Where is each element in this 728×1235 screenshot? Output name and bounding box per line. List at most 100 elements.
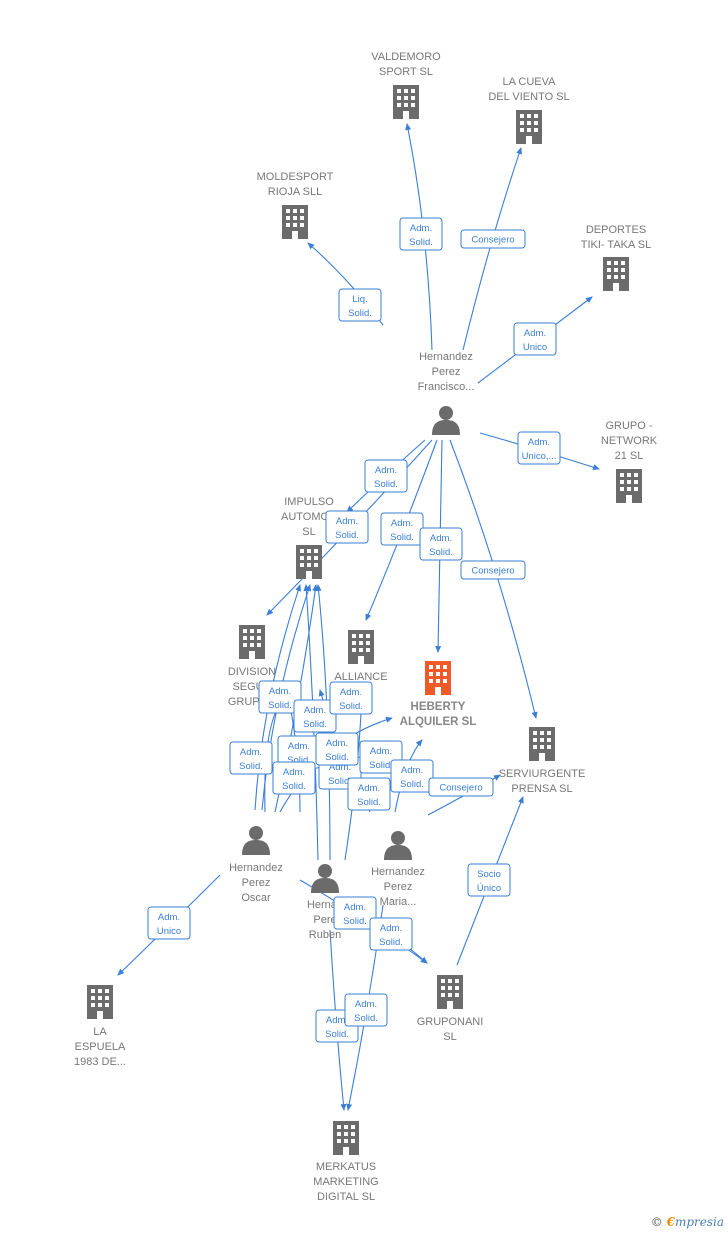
node-label-line: MARKETING — [313, 1176, 378, 1188]
edge-label-19[interactable]: Adm.Solid. — [390, 759, 434, 793]
edge-label-4[interactable]: Adm.Unico,... — [517, 431, 561, 465]
node-label-line: LA — [93, 1026, 107, 1038]
edge-label-10[interactable]: Adm.Solid. — [229, 741, 273, 775]
node-label-line: DIVISION — [228, 666, 276, 678]
edge-label-text: Unico — [157, 926, 181, 937]
edge-label-27[interactable]: Adm.Solid. — [344, 993, 388, 1027]
edge-label-8[interactable]: Adm. Solid. — [419, 527, 463, 561]
edge-label-text: Consejero — [471, 235, 514, 246]
edge-label-text: Adm. — [391, 518, 413, 529]
edge-label-text: Adm. — [340, 687, 362, 698]
edge-label-15[interactable]: Adm.Solid. — [272, 761, 316, 795]
edge-label-14[interactable]: Adm.Solid. — [329, 681, 373, 715]
edge-label-box — [325, 510, 369, 544]
node-label-line: GRUPONANI — [417, 1016, 484, 1028]
edge-label-5[interactable]: Adm.Solid. — [364, 459, 408, 493]
person-icon — [311, 864, 339, 893]
edge-line-1 — [462, 147, 522, 351]
node-label-line: SPORT SL — [379, 66, 433, 78]
edge-label-18[interactable]: Adm.Solid. — [347, 777, 391, 811]
node-label-line: MERKATUS — [316, 1161, 376, 1173]
edge-label-text: Adm. — [430, 533, 452, 544]
edge-label-1[interactable]: Consejero — [460, 229, 526, 249]
edge-label-text: Adm. — [410, 223, 432, 234]
edge-layer — [117, 123, 600, 1111]
edge-label-text: Liq. — [352, 294, 367, 305]
person-icon — [242, 826, 270, 855]
edge-label-box — [369, 917, 413, 951]
building-icon — [393, 85, 419, 119]
node-label-line: DIGITAL SL — [317, 1191, 375, 1203]
edge-label-box — [460, 560, 526, 580]
node-merkatus[interactable]: MERKATUS MARKETING DIGITAL SL — [313, 1121, 379, 1203]
main-company-building-icon — [425, 661, 451, 695]
node-label-line: ESPUELA — [75, 1041, 126, 1053]
empresia-logo: © €mpresia — [651, 1215, 724, 1229]
edge-label-2[interactable]: Liq.Solid. — [338, 288, 382, 322]
node-label-line: MOLDESPORT — [257, 171, 334, 183]
edge-label-box — [517, 431, 561, 465]
edge-label-text: Solid. — [325, 1029, 349, 1040]
edge-label-text: Adm. — [269, 686, 291, 697]
node-label-line: 21 SL — [615, 450, 644, 462]
edge-label-text: Solid. — [409, 237, 433, 248]
edge-label-20[interactable]: Adm.Solid. — [315, 732, 359, 766]
edge-label-box — [390, 759, 434, 793]
edge-label-text: Adm. — [380, 923, 402, 934]
edge-label-box — [315, 732, 359, 766]
edge-label-text: Adm. — [158, 912, 180, 923]
node-francisco[interactable]: HernandezPerezFrancisco... — [418, 351, 475, 435]
edge-label-text: Adm. — [240, 747, 262, 758]
edge-label-25[interactable]: Adm.Solid. — [369, 917, 413, 951]
edge-label-text: Adm. — [355, 999, 377, 1010]
edge-label-6[interactable]: Adm.Solid. — [325, 510, 369, 544]
building-icon — [239, 625, 265, 659]
edge-label-text: Solid. — [335, 530, 359, 541]
edge-label-24[interactable]: Adm.Solid. — [333, 896, 377, 930]
edge-label-box — [344, 993, 388, 1027]
edge-label-13[interactable]: Adm.Solid. — [293, 699, 337, 733]
edge-label-9[interactable]: Consejero — [460, 560, 526, 580]
edge-label-0[interactable]: Adm. Solid. — [399, 217, 443, 251]
node-label-line: SERVIURGENTE — [499, 768, 586, 780]
node-label-line: GRUPO - — [605, 420, 652, 432]
node-label-line: Hernandez — [371, 866, 425, 878]
node-label-line: VALDEMORO — [371, 51, 441, 63]
edge-label-7[interactable]: Adm.Solid. — [380, 512, 424, 546]
edge-label-box — [467, 863, 511, 897]
node-label-line: Oscar — [241, 892, 271, 904]
edge-label-box — [428, 777, 494, 797]
edge-label-text: Consejero — [471, 566, 514, 577]
node-label-line: Hernandez — [229, 862, 283, 874]
node-label-line: Perez — [432, 366, 461, 378]
person-icon — [432, 406, 460, 435]
edge-label-12[interactable]: Adm.Solid. — [258, 680, 302, 714]
edge-label-text: Solid. — [287, 755, 311, 766]
node-serviurgente[interactable]: SERVIURGENTE PRENSA SL — [499, 727, 586, 795]
node-maria[interactable]: HernandezPerezMaria... — [371, 831, 425, 908]
node-valdemoro[interactable]: VALDEMORO SPORT SL — [371, 51, 441, 119]
edge-label-21[interactable]: Consejero — [428, 777, 494, 797]
edge-label-box — [513, 322, 557, 356]
edge-label-text: Adm. — [288, 741, 310, 752]
node-label-line: Hernandez — [419, 351, 473, 363]
edge-label-11[interactable]: Adm. Solid. — [277, 735, 321, 769]
node-label-line: PRENSA SL — [511, 783, 572, 795]
edge-label-box — [293, 699, 337, 733]
edge-label-text: Solid. — [282, 781, 306, 792]
edge-label-box — [333, 896, 377, 930]
edge-label-3[interactable]: Adm.Unico — [513, 322, 557, 356]
node-label-line: Perez — [242, 877, 271, 889]
edge-label-23[interactable]: Adm. Unico — [147, 906, 191, 940]
edge-label-text: Solid. — [429, 547, 453, 558]
